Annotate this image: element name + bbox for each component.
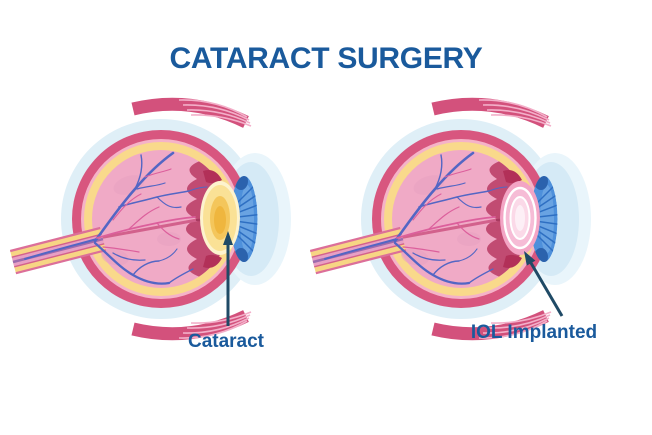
- eye-with-iol: [310, 100, 591, 338]
- cataract-lens: [200, 181, 240, 255]
- iol-implanted-label: IOL Implanted: [470, 322, 598, 343]
- eye-with-cataract: [10, 100, 291, 338]
- iol-lens: [500, 181, 540, 255]
- iol-arrow: [524, 251, 564, 317]
- cataract-label: Cataract: [187, 331, 265, 352]
- cataract-arrow: [223, 231, 233, 326]
- page-title: CATARACT SURGERY: [169, 42, 483, 75]
